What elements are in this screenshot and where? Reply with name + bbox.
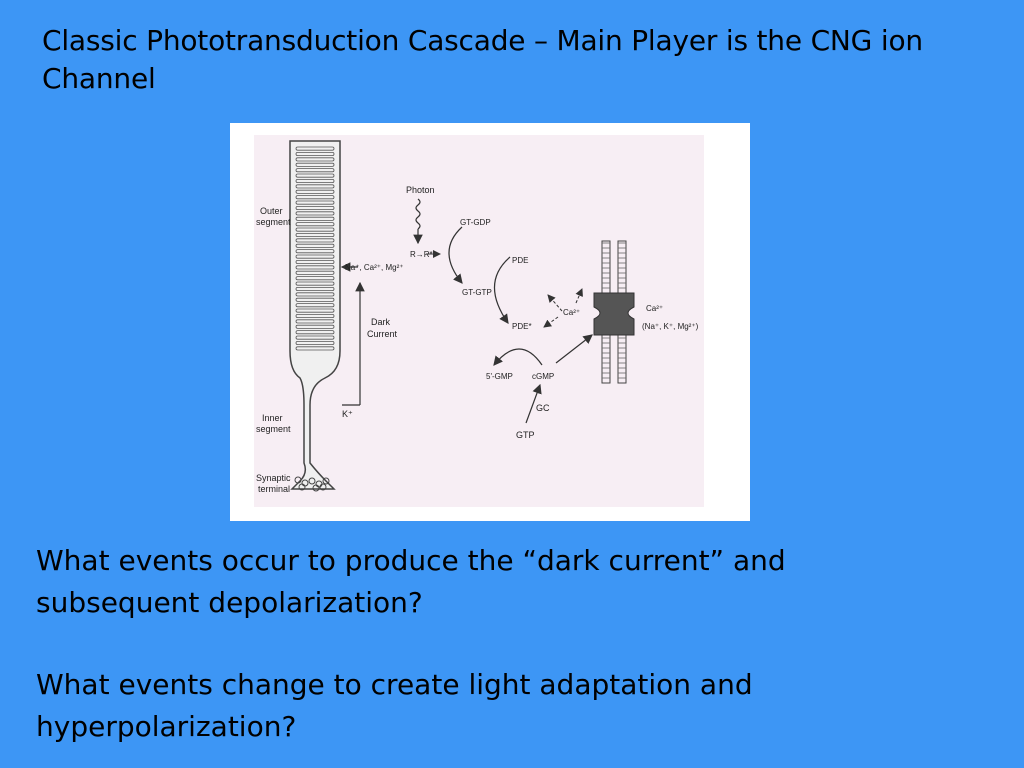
label-inner-segment-2: segment <box>256 424 291 434</box>
rod-disc <box>295 270 335 275</box>
rod-disc <box>295 168 335 173</box>
label-k-out: K⁺ <box>342 409 353 419</box>
ca-feedback-arrow-1 <box>547 294 563 312</box>
rod-disc <box>295 340 335 345</box>
rod-disc <box>295 243 335 248</box>
rod-disc <box>295 346 335 351</box>
label-photon: Photon <box>406 185 435 195</box>
rod-disc <box>295 292 335 297</box>
question-light-adaptation: What events change to create light adapt… <box>36 668 753 743</box>
label-synaptic-2: terminal <box>258 484 290 494</box>
rod-disc <box>295 319 335 324</box>
label-cations-in: Na⁺, Ca²⁺, Mg²⁺ <box>345 263 403 272</box>
label-dark-current-2: Current <box>367 329 398 339</box>
label-gc: GC <box>536 403 550 413</box>
slide-title: Classic Phototransduction Cascade – Main… <box>42 24 923 95</box>
rod-disc <box>295 259 335 264</box>
cgmp-to-channel-arrow <box>555 334 593 364</box>
label-gt-gdp: GT-GDP <box>460 218 491 227</box>
rod-disc <box>295 313 335 318</box>
rod-disc <box>295 297 335 302</box>
rod-disc <box>295 211 335 216</box>
label-5-gmp: 5'-GMP <box>486 372 513 381</box>
rod-disc <box>295 200 335 205</box>
label-r-rstar: R→R* <box>410 250 433 259</box>
rod-disc <box>295 233 335 238</box>
question-dark-current: What events occur to produce the “dark c… <box>36 544 786 619</box>
rod-disc <box>295 184 335 189</box>
rod-disc <box>295 249 335 254</box>
cng-channel <box>593 292 635 336</box>
transducin-activation-arrow <box>448 226 463 284</box>
label-pde: PDE <box>512 256 528 265</box>
rod-disc <box>295 179 335 184</box>
label-outer-segment-1: Outer <box>260 206 283 216</box>
rod-disc <box>295 151 335 156</box>
phototransduction-diagram: Outer segment Inner segment Synaptic ter… <box>254 135 704 507</box>
label-pde-star: PDE* <box>512 322 532 331</box>
rod-disc <box>295 254 335 259</box>
rod-disc <box>295 146 335 151</box>
label-dark-current-1: Dark <box>371 317 391 327</box>
pde-activation-arrow <box>493 256 511 324</box>
rod-disc <box>295 303 335 308</box>
rod-disc <box>295 195 335 200</box>
label-synaptic-1: Synaptic <box>256 473 291 483</box>
label-gt-gtp: GT-GTP <box>462 288 492 297</box>
rod-disc <box>295 330 335 335</box>
rod-disc <box>295 227 335 232</box>
rod-disc <box>295 157 335 162</box>
gtp-to-cgmp-arrow <box>525 383 542 424</box>
label-gtp: GTP <box>516 430 535 440</box>
photon-squiggle <box>415 198 421 230</box>
rod-disc <box>295 265 335 270</box>
cgmp-hydrolysis-arrow <box>493 348 543 366</box>
label-cations-out: (Na⁺, K⁺, Mg²⁺) <box>642 322 699 331</box>
rod-disc <box>295 335 335 340</box>
rod-disc <box>295 222 335 227</box>
rod-disc <box>295 216 335 221</box>
phototransduction-figure: Outer segment Inner segment Synaptic ter… <box>230 123 750 521</box>
rod-disc <box>295 324 335 329</box>
ca-feedback-arrow-3 <box>543 316 559 328</box>
rod-disc <box>295 281 335 286</box>
rod-discs <box>295 146 335 351</box>
rod-disc <box>295 238 335 243</box>
rod-disc <box>295 162 335 167</box>
label-inner-segment-1: Inner <box>262 413 283 423</box>
rod-disc <box>295 276 335 281</box>
rod-disc <box>295 286 335 291</box>
label-cgmp: cGMP <box>532 372 554 381</box>
label-ca-inside: Ca²⁺ <box>563 308 580 317</box>
synaptic-vesicles <box>294 476 330 492</box>
rod-disc <box>295 206 335 211</box>
rod-disc <box>295 308 335 313</box>
rod-disc <box>295 173 335 178</box>
rod-disc <box>295 189 335 194</box>
label-ca-outside: Ca²⁺ <box>646 304 663 313</box>
ca-feedback-arrow-2 <box>575 288 583 304</box>
label-outer-segment-2: segment <box>256 217 291 227</box>
